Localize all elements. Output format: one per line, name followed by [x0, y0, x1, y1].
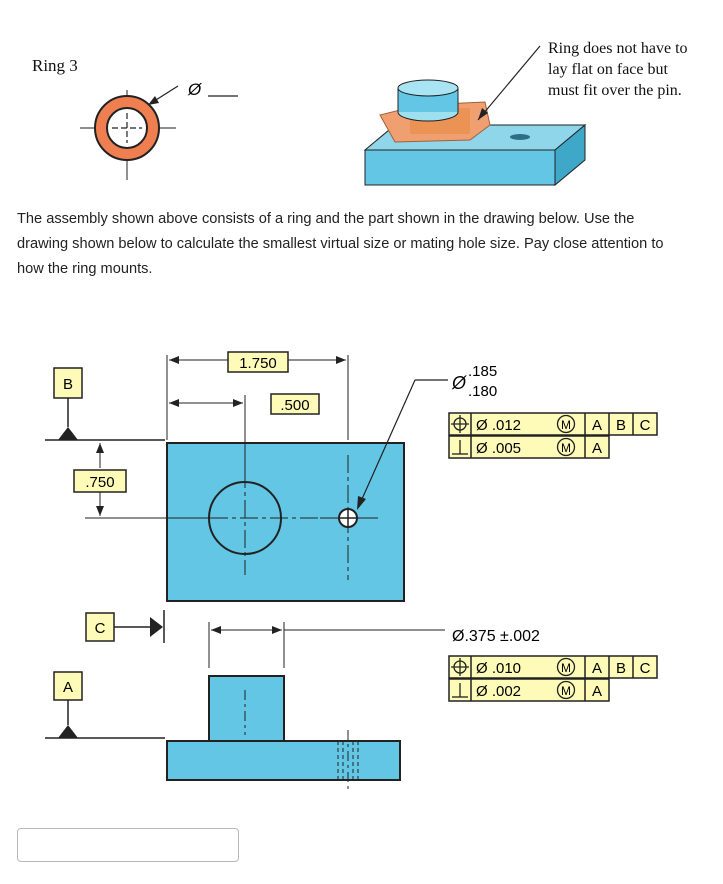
ring-diameter-symbol: Ø — [187, 80, 203, 99]
hole-size-lower: .180 — [468, 383, 497, 400]
datum-c-label: C — [95, 620, 106, 637]
question-text: The assembly shown above consists of a r… — [17, 207, 721, 282]
dim-1750: 1.750 — [239, 355, 277, 372]
hole-pos-tolerance: Ø .012 — [476, 417, 521, 434]
note-line-3: must fit over the pin. — [548, 82, 682, 99]
dim-500: .500 — [280, 397, 309, 414]
pin-pos-datum-1: A — [592, 660, 602, 677]
note-line-2: lay flat on face but — [548, 61, 668, 78]
hole-perp-modifier: M — [561, 441, 571, 455]
hole-diameter-symbol: Ø — [451, 373, 467, 393]
question-line-3: how the ring mounts. — [17, 261, 153, 277]
datum-c-feature: C — [85, 610, 165, 643]
top-illustration: Ø — [80, 45, 587, 187]
dim-750: .750 — [85, 474, 114, 491]
mmc-icon — [556, 680, 576, 700]
datum-b-label: B — [63, 376, 73, 393]
part-drawing: B 1.750 .500 .750 Ø .185 .180 — [45, 351, 658, 792]
hole-perp-datum-1: A — [592, 440, 602, 457]
pin-size: Ø.375 ±.002 — [452, 628, 540, 645]
ring-callout-note: Ring does not have to lay flat on face b… — [548, 38, 723, 101]
hole-pos-datum-1: A — [592, 417, 602, 434]
datum-a-label: A — [63, 679, 73, 696]
front-view-pin — [208, 675, 285, 742]
datum-a-feature: A — [45, 671, 165, 739]
hole-fcf-perpendicularity: Ø .005 M A — [448, 435, 610, 459]
pin-pos-datum-2: B — [616, 660, 626, 677]
pin-fcf-position: Ø .010 M A B C — [448, 655, 658, 679]
hole-pos-datum-2: B — [616, 417, 626, 434]
pin-pos-modifier: M — [561, 661, 571, 675]
mmc-icon — [556, 414, 576, 434]
ring-drawing — [80, 85, 179, 180]
front-view — [166, 675, 401, 792]
note-line-1: Ring does not have to — [548, 40, 688, 57]
mmc-icon — [556, 657, 576, 677]
mmc-icon — [556, 437, 576, 457]
hole-fcf-position: Ø .012 M A B C — [448, 412, 658, 436]
pin-perp-tolerance: Ø .002 — [476, 683, 521, 700]
question-line-2: drawing shown below to calculate the sma… — [17, 236, 664, 252]
hole-size-upper: .185 — [468, 363, 497, 380]
pin-pos-tolerance: Ø .010 — [476, 660, 521, 677]
pin-fcf-perpendicularity: Ø .002 M A — [448, 678, 610, 702]
hole-perp-tolerance: Ø .005 — [476, 440, 521, 457]
pin-perp-modifier: M — [561, 684, 571, 698]
top-view-block — [166, 442, 405, 602]
hole-pos-modifier: M — [561, 418, 571, 432]
hole-pos-datum-3: C — [640, 417, 651, 434]
question-line-1: The assembly shown above consists of a r… — [17, 211, 635, 227]
front-view-base — [166, 740, 401, 781]
assembly-picture — [363, 45, 587, 187]
pin-pos-datum-3: C — [640, 660, 651, 677]
pin-perp-datum-1: A — [592, 683, 602, 700]
answer-input[interactable] — [17, 828, 239, 862]
ring-label: Ring 3 — [32, 56, 78, 75]
datum-b-feature: B — [45, 367, 165, 441]
